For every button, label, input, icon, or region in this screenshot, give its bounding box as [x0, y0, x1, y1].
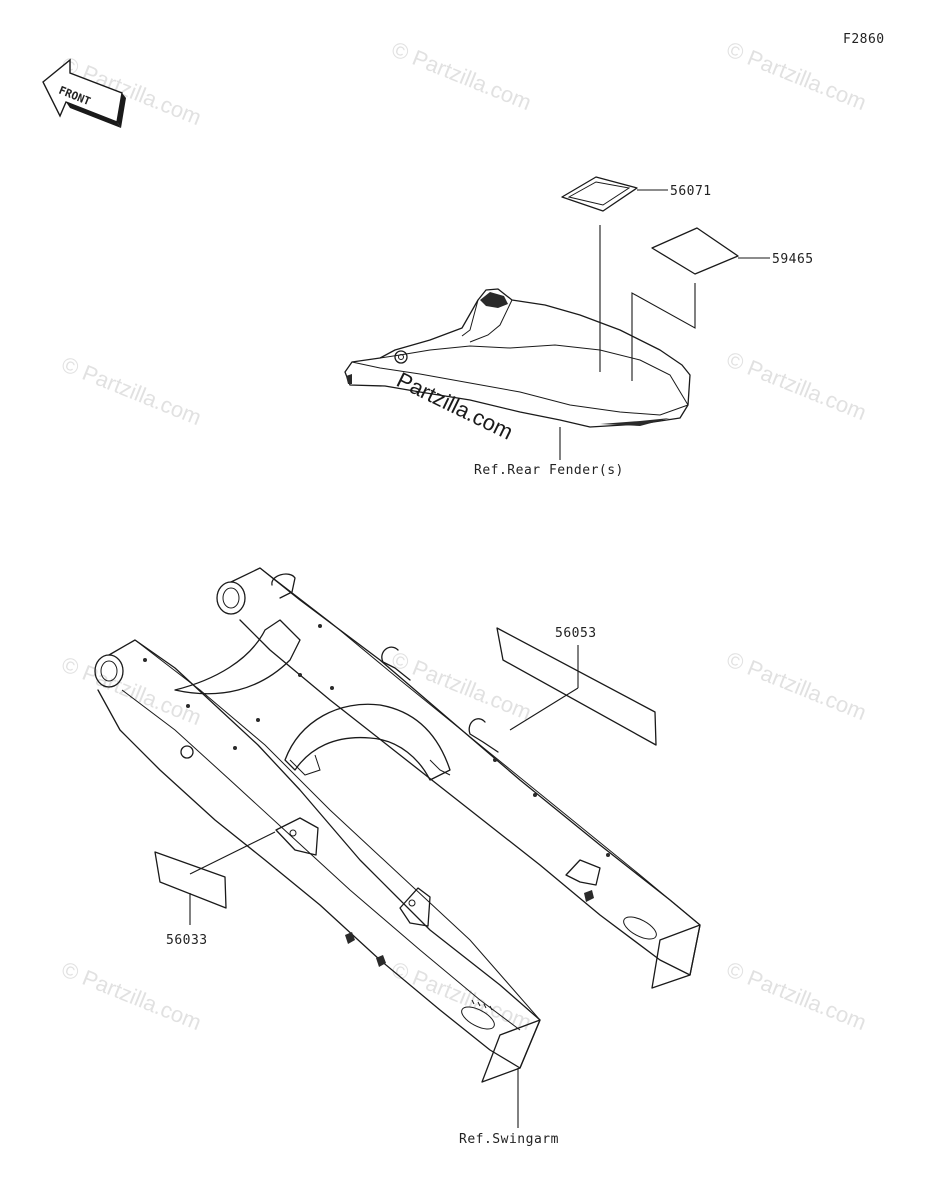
watermark: © Partzilla.com: [723, 346, 870, 425]
label-59465: [631, 227, 770, 381]
watermark: © Partzilla.com: [723, 36, 870, 115]
label-56033: [154, 831, 276, 925]
part-number-56071: 56071: [670, 184, 712, 199]
part-number-56053: 56053: [555, 626, 597, 641]
swingarm: [94, 567, 701, 1083]
front-arrow-icon: FRONT: [42, 58, 126, 128]
watermark: © Partzilla.com: [58, 351, 205, 430]
part-number-56033: 56033: [166, 933, 208, 948]
watermark: © Partzilla.com: [723, 646, 870, 725]
watermark: © Partzilla.com: [723, 956, 870, 1035]
watermark-layer: © Partzilla.com © Partzilla.com © Partzi…: [58, 36, 870, 1035]
watermark: © Partzilla.com: [58, 956, 205, 1035]
center-watermark: Partzilla.com: [393, 367, 517, 445]
watermark: © Partzilla.com: [388, 36, 535, 115]
ref-swingarm: Ref.Swingarm: [459, 1132, 559, 1147]
part-number-59465: 59465: [772, 252, 814, 267]
ref-rear-fender: Ref.Rear Fender(s): [474, 463, 624, 478]
rear-fender: [344, 288, 691, 428]
watermark: © Partzilla.com: [58, 651, 205, 730]
figure-code: F2860: [843, 32, 885, 47]
label-56071: [561, 176, 668, 372]
label-56053: [496, 627, 657, 746]
